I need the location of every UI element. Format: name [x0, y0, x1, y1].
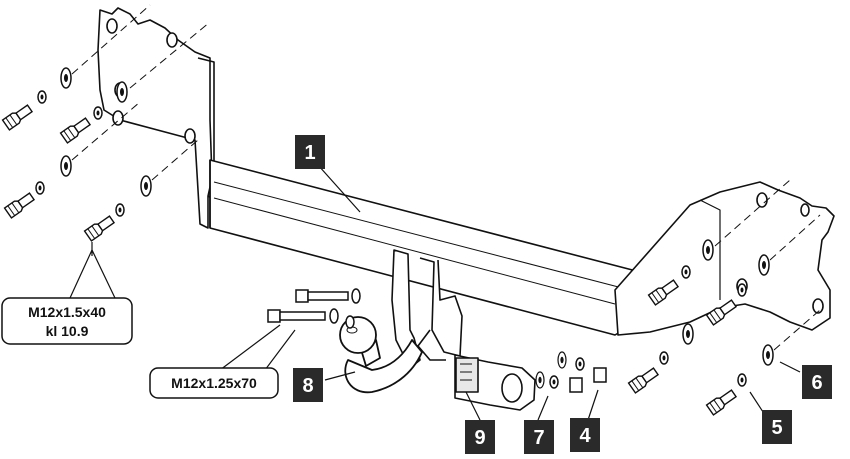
svg-text:5: 5 — [771, 417, 782, 439]
svg-text:M12x1.25x70: M12x1.25x70 — [171, 375, 257, 391]
svg-text:8: 8 — [302, 375, 313, 397]
callout-6: 6 — [802, 365, 832, 399]
callout-5: 5 — [762, 410, 792, 444]
callout-7: 7 — [524, 420, 554, 454]
callout-4: 4 — [570, 418, 600, 452]
center-nuts-and-washers — [535, 351, 607, 393]
svg-text:1: 1 — [304, 142, 315, 164]
main-crossbeam — [209, 159, 641, 336]
callout-1: 1 — [295, 135, 325, 169]
callout-8: 8 — [293, 368, 323, 402]
left-bolts-and-washers — [1, 4, 211, 242]
svg-text:6: 6 — [811, 372, 822, 394]
leader-lines — [69, 164, 801, 421]
callout-9: 9 — [465, 420, 495, 454]
spec-box-m12x1-25x70: M12x1.25x70 — [149, 367, 279, 399]
svg-text:kl 10.9: kl 10.9 — [46, 323, 89, 339]
svg-text:4: 4 — [579, 425, 591, 447]
svg-text:9: 9 — [474, 427, 485, 449]
spec-box-m12x1-5x40: M12x1.5x40 kl 10.9 — [1, 297, 133, 345]
svg-text:7: 7 — [533, 427, 544, 449]
svg-text:M12x1.5x40: M12x1.5x40 — [28, 304, 106, 320]
right-bolts-and-washers — [627, 179, 821, 416]
hitch-long-bolts — [267, 288, 361, 329]
electrical-socket-plate — [454, 354, 536, 411]
left-mounting-bracket — [97, 7, 215, 229]
